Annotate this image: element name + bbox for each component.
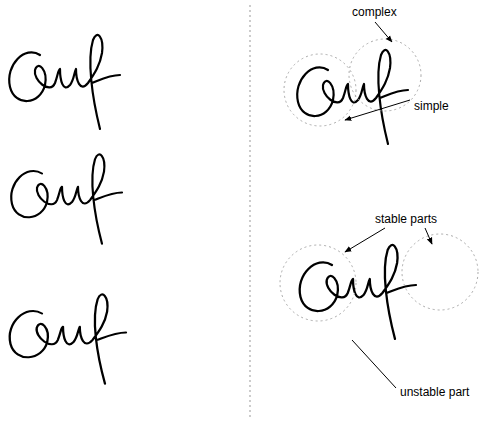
- annotation-label: unstable part: [400, 386, 469, 398]
- leader-line: [352, 340, 396, 388]
- signature: [297, 50, 408, 144]
- signature: [300, 245, 416, 339]
- region-circle: [402, 234, 478, 310]
- leader-arrow: [375, 22, 392, 42]
- signature: [10, 294, 126, 383]
- leader-arrow: [425, 228, 432, 244]
- signature: [11, 154, 122, 243]
- leader-arrow: [345, 228, 385, 252]
- signature: [9, 35, 120, 129]
- annotation-label: simple: [414, 100, 449, 112]
- region-circle: [280, 245, 356, 321]
- leader-arrow: [345, 100, 410, 120]
- region-circle: [349, 39, 421, 111]
- region-circle: [284, 54, 356, 126]
- divider: [250, 5, 251, 420]
- annotation-label: complex: [352, 6, 397, 18]
- annotation-label: stable parts: [375, 213, 437, 225]
